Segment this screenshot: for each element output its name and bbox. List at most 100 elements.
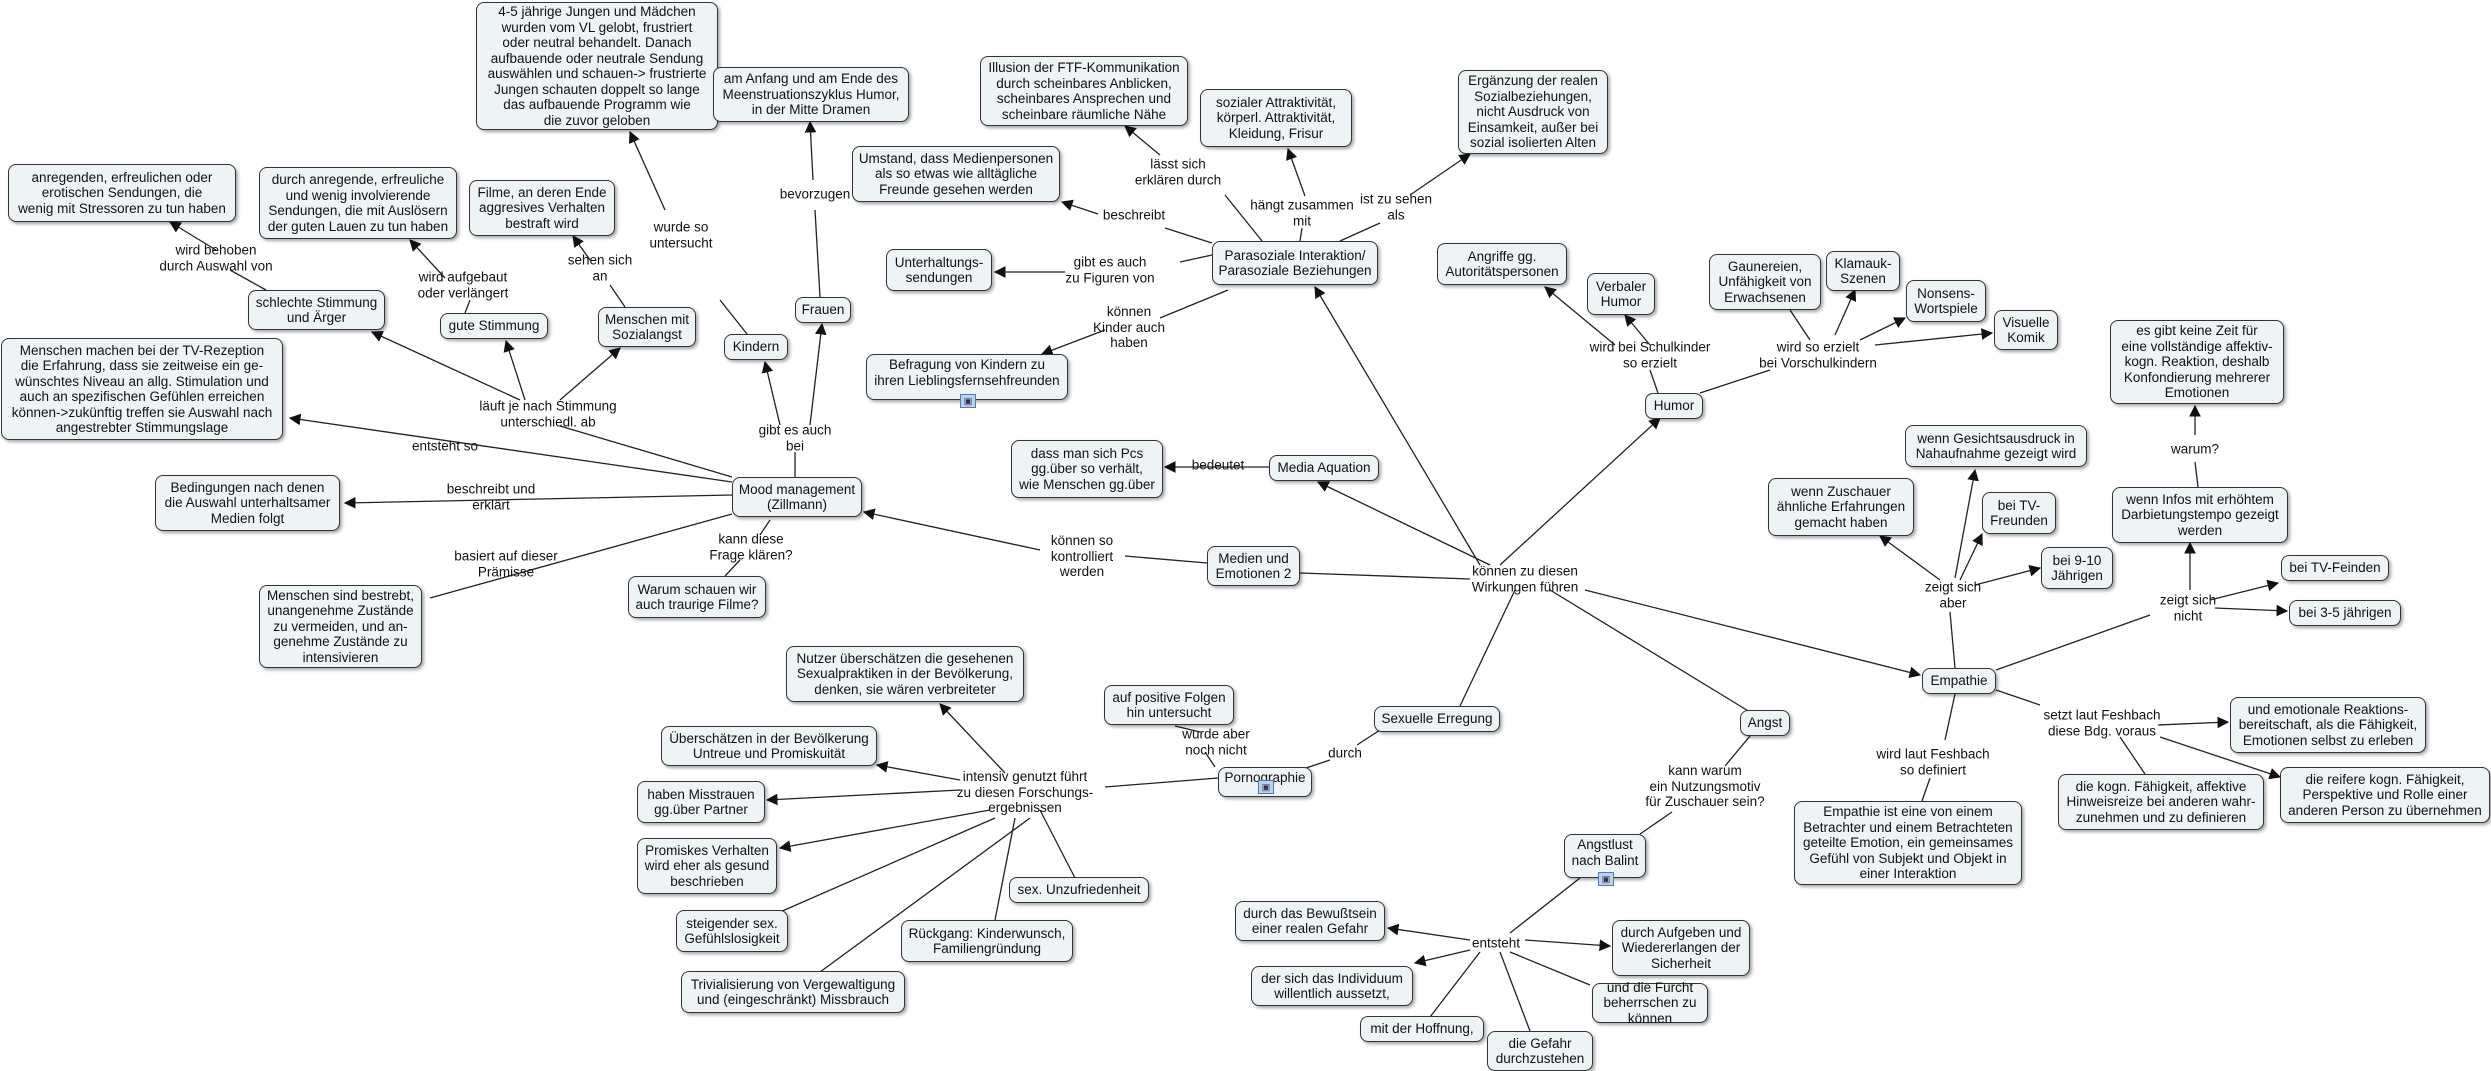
node-empathie[interactable]: Empathie bbox=[1922, 668, 1996, 694]
node-sexuelle-erregung[interactable]: Sexuelle Erregung bbox=[1374, 706, 1500, 732]
node-reifere-faehigkeit[interactable]: die reifere kogn. Fähigkeit, Perspektive… bbox=[2280, 767, 2490, 823]
node-kindern[interactable]: Kindern bbox=[724, 334, 788, 360]
connector-line bbox=[1164, 227, 1213, 244]
node-vollstaendige-reaktion[interactable]: es gibt keine Zeit für eine vollständige… bbox=[2110, 320, 2284, 404]
node-mood-management[interactable]: Mood management (Zillmann) bbox=[732, 477, 862, 517]
connector-line bbox=[2209, 579, 2280, 601]
connector-line bbox=[464, 299, 471, 314]
node-furcht[interactable]: und die Furcht beherrschen zu können bbox=[1592, 980, 1708, 1026]
link-kann-frage: kann diese Frage klären? bbox=[709, 531, 793, 563]
node-autoritaetspersonen[interactable]: Angriffe gg. Autoritätspersonen bbox=[1437, 243, 1567, 285]
node-gefahr[interactable]: die Gefahr durchzustehen bbox=[1487, 1031, 1593, 1071]
node-gefuehlslosigkeit[interactable]: steigender sex. Gefühlslosigkeit bbox=[676, 910, 788, 952]
node-gute-stimmung[interactable]: gute Stimmung bbox=[440, 313, 548, 339]
node-durch-anregende[interactable]: durch anregende, erfreuliche und wenig i… bbox=[259, 167, 457, 239]
connector-line bbox=[1649, 369, 1659, 394]
node-humor[interactable]: Humor bbox=[1645, 393, 1703, 419]
node-menstruationszyklus[interactable]: am Anfang und am Ende des Meenstruations… bbox=[713, 67, 909, 122]
node-anregenden-sendungen[interactable]: anregenden, erfreulichen oder erotischen… bbox=[8, 164, 236, 222]
connector-line bbox=[1040, 329, 1106, 356]
node-nonsens[interactable]: Nonsens- Wortspiele bbox=[1906, 280, 1986, 322]
link-durch: durch bbox=[1328, 745, 1362, 761]
link-bedeutet: bedeutet bbox=[1191, 457, 1245, 473]
node-misstrauen[interactable]: haben Misstrauen gg.über Partner bbox=[637, 781, 765, 823]
link-wird-behoben: wird behoben durch Auswahl von bbox=[159, 242, 273, 274]
link-laesst: lässt sich erklären durch bbox=[1134, 156, 1222, 188]
node-schlechte-stimmung[interactable]: schlechte Stimmung und Ärger bbox=[248, 290, 385, 330]
node-9-10-jaehrige[interactable]: bei 9-10 Jährigen bbox=[2041, 547, 2113, 589]
connector-line bbox=[609, 284, 626, 308]
node-bestrebt[interactable]: Menschen sind bestrebt, unangenehme Zust… bbox=[259, 585, 422, 668]
node-tv-feinden[interactable]: bei TV-Feinden bbox=[2281, 555, 2389, 581]
connector-line bbox=[1499, 417, 1661, 566]
connector-line bbox=[1624, 314, 1651, 346]
connector-line bbox=[1499, 951, 1531, 1032]
link-schulkinder: wird bei Schulkinder so erzielt bbox=[1589, 339, 1711, 371]
node-bedingungen[interactable]: Bedingungen nach denen die Auswahl unter… bbox=[155, 475, 340, 531]
link-beschreibt-erklaert: beschreibt und erklärt bbox=[446, 481, 536, 513]
node-erhoehtes-tempo[interactable]: wenn Infos mit erhöhtem Darbietungstempo… bbox=[2112, 487, 2288, 543]
node-klamauk[interactable]: Klamauk- Szenen bbox=[1826, 251, 1900, 291]
connector-line bbox=[1639, 811, 1673, 835]
link-kann-warum: kann warum ein Nutzungsmotiv für Zuschau… bbox=[1645, 762, 1765, 809]
node-3-5-jaehrige[interactable]: bei 3-5 jährigen bbox=[2289, 600, 2401, 626]
node-trivialisierung[interactable]: Trivialisierung von Vergewaltigung und (… bbox=[681, 971, 905, 1013]
link-wurde-untersucht: wurde so untersucht bbox=[649, 219, 713, 251]
node-befragung[interactable]: Befragung von Kindern zu ihren Lieblings… bbox=[866, 354, 1068, 408]
node-verbaler-humor[interactable]: Verbaler Humor bbox=[1587, 273, 1655, 315]
node-unterhaltungssendungen[interactable]: Unterhaltungs- sendungen bbox=[886, 249, 992, 291]
node-untreue[interactable]: Überschätzen in der Bevölkerung Untreue … bbox=[661, 726, 877, 766]
node-medien-emotionen-2[interactable]: Medien und Emotionen 2 bbox=[1207, 546, 1300, 586]
node-ftf-illusion[interactable]: Illusion der FTF-Kommunikation durch sch… bbox=[980, 56, 1188, 126]
node-sozialangst[interactable]: Menschen mit Sozialangst bbox=[598, 307, 696, 347]
node-media-aquation[interactable]: Media Aquation bbox=[1269, 455, 1379, 481]
node-angst[interactable]: Angst bbox=[1740, 710, 1790, 736]
connector-line bbox=[1299, 572, 1471, 580]
media-resource-icon[interactable]: ▣ bbox=[960, 394, 976, 408]
node-promiskes-verhalten[interactable]: Promiskes Verhalten wird eher als gesund… bbox=[637, 838, 777, 894]
node-tv-rezeption[interactable]: Menschen machen bei der TV-Rezeption die… bbox=[1, 338, 283, 440]
node-frauen[interactable]: Frauen bbox=[795, 297, 851, 323]
node-empathie-definition[interactable]: Empathie ist eine von einem Betrachter u… bbox=[1794, 801, 2022, 885]
node-tv-freunden[interactable]: bei TV- Freunden bbox=[1982, 492, 2056, 534]
node-emotionale-bereitschaft[interactable]: und emotionale Reaktions- bereitschaft, … bbox=[2230, 697, 2426, 753]
node-attraktivitaet[interactable]: sozialer Attraktivität, körperl. Attrakt… bbox=[1200, 89, 1352, 147]
node-filme-aggressiv[interactable]: Filme, an deren Ende aggresives Verhalte… bbox=[469, 180, 615, 236]
node-angstlust[interactable]: Angstlust nach Balint ▣ bbox=[1564, 834, 1646, 886]
connector-line bbox=[779, 817, 996, 913]
node-bewusstsein[interactable]: durch das Bewußtsein einer realen Gefahr bbox=[1235, 901, 1385, 941]
connector-line bbox=[765, 789, 961, 806]
link-wurde-aber: wurde aber noch nicht bbox=[1182, 726, 1250, 758]
link-basiert: basiert auf dieser Prämisse bbox=[454, 548, 558, 580]
media-resource-icon[interactable]: ▣ bbox=[1598, 872, 1614, 886]
node-kogn-faehigkeit[interactable]: die kogn. Fähigkeit, affektive Hinweisre… bbox=[2058, 774, 2264, 830]
node-unzufriedenheit[interactable]: sex. Unzufriedenheit bbox=[1009, 877, 1149, 903]
node-positive-folgen[interactable]: auf positive Folgen hin untersucht bbox=[1104, 685, 1234, 725]
node-umstand[interactable]: Umstand, dass Medienpersonen als so etwa… bbox=[852, 146, 1060, 202]
node-gesichtsausdruck[interactable]: wenn Gesichtsausdruck in Nahaufnahme gez… bbox=[1905, 425, 2087, 467]
node-traurige-filme[interactable]: Warum schauen wir auch traurige Filme? bbox=[628, 576, 766, 618]
connector-line bbox=[1954, 468, 1979, 579]
node-visuelle-komik[interactable]: Visuelle Komik bbox=[1994, 310, 2058, 350]
node-parasoziale-interaktion[interactable]: Parasoziale Interaktion/ Parasoziale Bez… bbox=[1212, 241, 1378, 285]
connector-line bbox=[169, 221, 217, 251]
connector-line bbox=[2157, 716, 2230, 729]
link-haengt: hängt zusammen mit bbox=[1250, 197, 1354, 229]
node-hoffnung[interactable]: mit der Hoffnung, bbox=[1360, 1016, 1484, 1042]
link-ist-als: ist zu sehen als bbox=[1359, 191, 1433, 223]
connector-line bbox=[1699, 369, 1771, 394]
node-pornographie[interactable]: Pornographie ▣ bbox=[1218, 767, 1312, 797]
node-zuschauer-erfahrungen[interactable]: wenn Zuschauer ähnliche Erfahrungen gema… bbox=[1768, 478, 1914, 536]
node-gaunereien[interactable]: Gaunereien, Unfähigkeit von Erwachsenen bbox=[1709, 254, 1821, 310]
connector-line bbox=[1509, 877, 1581, 934]
connector-line bbox=[1039, 809, 1076, 879]
node-ergaenzung[interactable]: Ergänzung der realen Sozialbeziehungen, … bbox=[1458, 70, 1608, 154]
node-individuum[interactable]: der sich das Individuum willentlich auss… bbox=[1251, 966, 1413, 1006]
node-rueckgang[interactable]: Rückgang: Kinderwunsch, Familiengründung bbox=[901, 920, 1073, 962]
connector-line bbox=[724, 559, 741, 577]
node-sexualpraktiken[interactable]: Nutzer überschätzen die gesehenen Sexual… bbox=[786, 646, 1024, 702]
node-jungen-experiment[interactable]: 4-5 jährige Jungen und Mädchen wurden vo… bbox=[476, 2, 718, 130]
media-resource-icon[interactable]: ▣ bbox=[1258, 780, 1274, 794]
node-aufgeben[interactable]: durch Aufgeben und Wiedererlangen der Si… bbox=[1612, 920, 1750, 976]
node-pcs[interactable]: dass man sich Pcs gg.über so verhält, wi… bbox=[1011, 440, 1163, 498]
